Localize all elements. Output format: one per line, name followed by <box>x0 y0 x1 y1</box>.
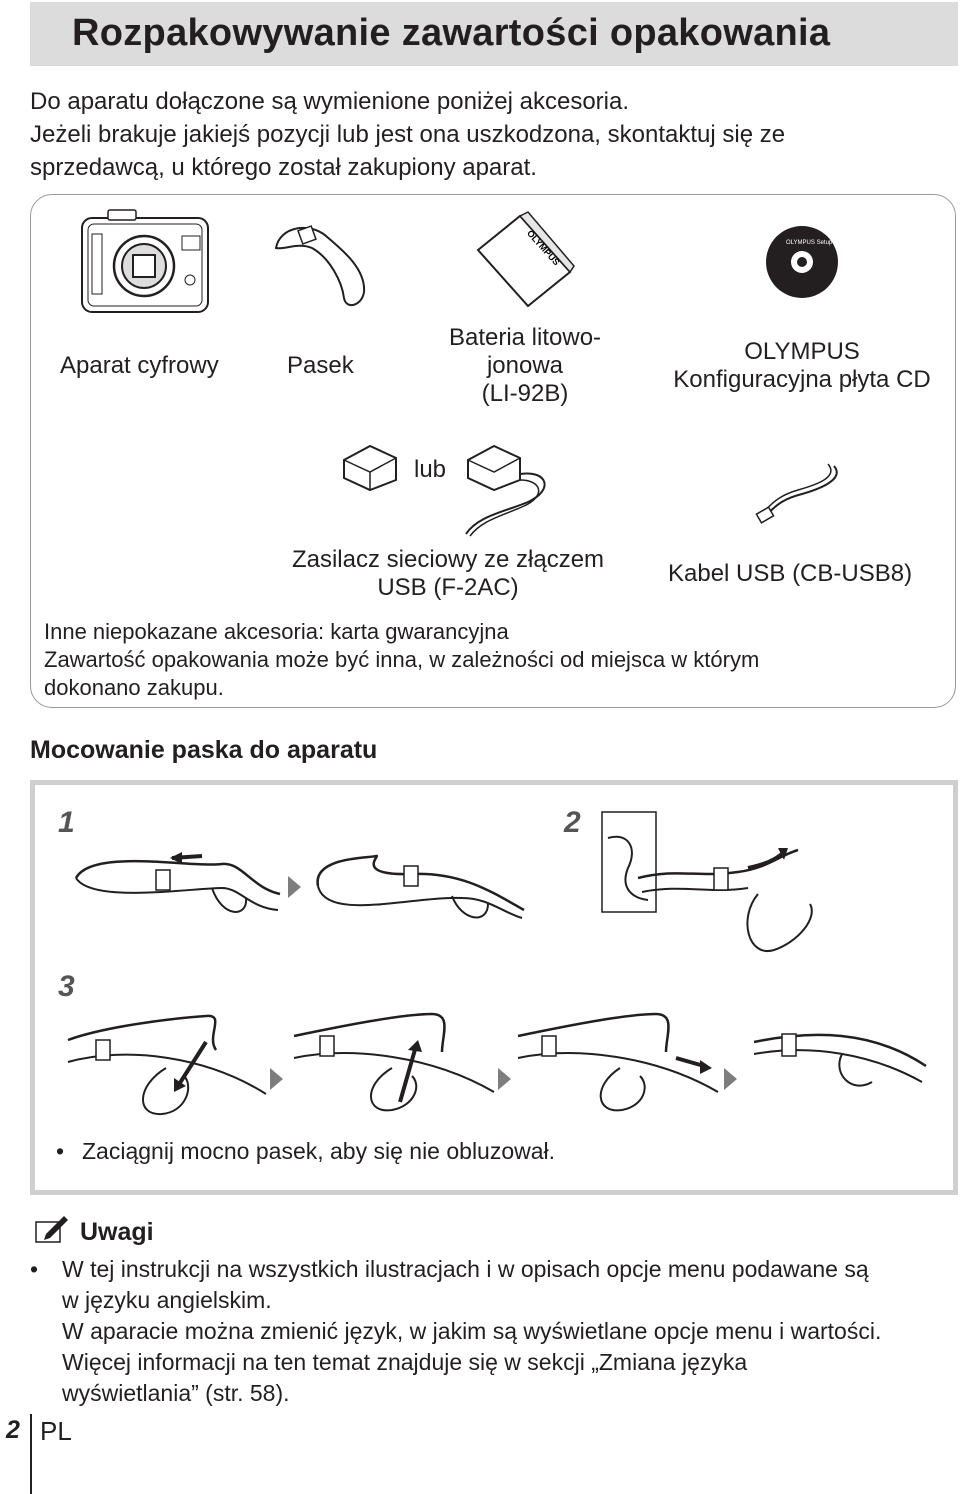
box-note-1: Inne niepokazane akcesoria: karta gwaran… <box>44 619 509 644</box>
label-cd-1: OLYMPUS <box>744 338 860 365</box>
label-battery-3: (LI-92B) <box>481 380 569 407</box>
step-3-strap-drawing-b <box>293 1012 495 1112</box>
strap-bullet-text: Zaciągnij mocno pasek, aby się nie obluz… <box>82 1138 556 1164</box>
step-2-strap-drawing <box>601 811 813 953</box>
label-battery-1: Bateria litowo- <box>448 324 602 351</box>
label-strap: Pasek <box>287 352 354 379</box>
step-1-strap-drawing-a <box>74 852 281 913</box>
notes-line-3: W aparacie można zmienić język, w jakim … <box>62 1318 882 1344</box>
strap-bullet-marker: • <box>56 1138 65 1164</box>
notes-heading: Uwagi <box>80 1218 154 1246</box>
intro-line-2: Jeżeli brakuje jakiejś pozycji lub jest … <box>30 121 786 148</box>
adapter-illustration-1 <box>343 444 397 492</box>
notes-line-1: W tej instrukcji na wszystkich ilustracj… <box>62 1256 869 1282</box>
page-number: 2 <box>6 1416 20 1444</box>
box-note-2: Zawartość opakowania może być inna, w za… <box>44 647 760 672</box>
label-battery-2: jonowa <box>486 352 564 379</box>
step-3-strap-drawing-d <box>753 1033 927 1087</box>
notes-bullet-marker: • <box>30 1256 39 1282</box>
arrow-step-1 <box>288 876 301 898</box>
cd-illustration: OLYMPUS Setup <box>766 226 838 298</box>
step-1-number: 1 <box>58 806 75 839</box>
label-adapter-1: Zasilacz sieciowy ze złączem <box>291 546 605 573</box>
usb-cable-illustration <box>755 463 838 524</box>
label-or: lub <box>414 456 447 483</box>
step-1-strap-drawing-b <box>316 854 525 919</box>
label-adapter-2: USB (F-2AC) <box>377 574 519 601</box>
language-code: PL <box>40 1416 72 1446</box>
label-camera: Aparat cyfrowy <box>60 352 219 379</box>
battery-illustration: OLYMPUS <box>476 211 575 308</box>
intro-line-1: Do aparatu dołączone są wymienione poniż… <box>30 88 630 115</box>
notes-line-4: Więcej informacji na ten temat znajduje … <box>62 1349 748 1375</box>
footer-divider <box>30 1414 32 1494</box>
step-3-strap-drawing-c <box>517 1012 719 1112</box>
accessories-box <box>30 194 956 708</box>
label-cd-2: Konfiguracyjna płyta CD <box>673 366 931 393</box>
strap-instructions-box <box>30 780 958 1195</box>
notes-line-5: wyświetlania” (str. 58). <box>62 1380 290 1406</box>
box-note-3: dokonano zakupu. <box>44 675 224 700</box>
strap-section-heading: Mocowanie paska do aparatu <box>30 736 378 764</box>
pencil-note-icon <box>35 1216 68 1243</box>
strap-illustration <box>274 225 366 307</box>
label-usb-cable: Kabel USB (CB-USB8) <box>668 560 913 587</box>
page-title: Rozpakowywanie zawartości opakowania <box>72 12 831 54</box>
title-bar <box>30 2 958 66</box>
arrow-step-3c <box>724 1068 737 1090</box>
step-3-strap-drawing-a <box>67 1014 267 1116</box>
intro-line-3: sprzedawcą, u którego został zakupiony a… <box>30 154 537 181</box>
cd-logo-text: OLYMPUS Setup <box>786 240 833 246</box>
notes-line-2: w języku angielskim. <box>62 1287 272 1313</box>
step-3-number: 3 <box>58 970 75 1003</box>
camera-illustration <box>81 209 209 313</box>
arrow-step-3a <box>270 1068 283 1090</box>
step-2-number: 2 <box>564 806 581 839</box>
arrow-step-3b <box>498 1068 511 1090</box>
adapter-illustration-2 <box>465 444 546 537</box>
